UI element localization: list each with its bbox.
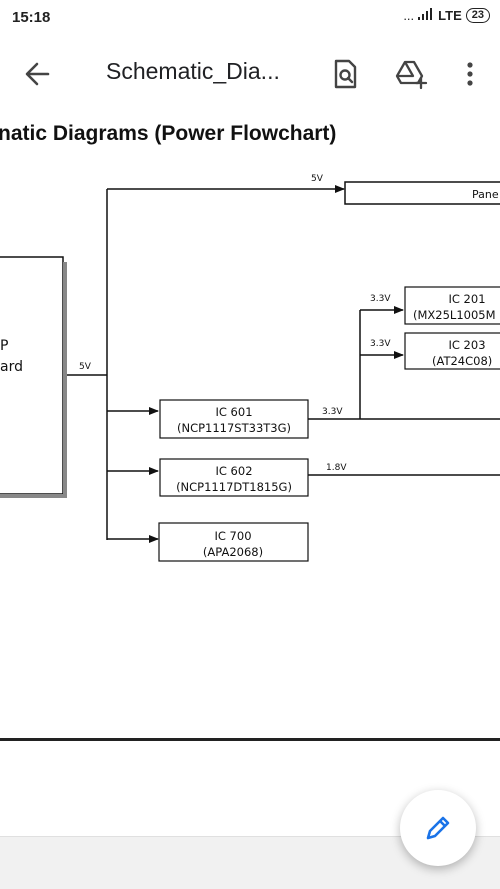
ic602-part: (NCP1117DT1815G) bbox=[176, 480, 292, 494]
ic601-block bbox=[159, 399, 309, 439]
ic201-block bbox=[404, 286, 500, 325]
main-5v-label: 5V bbox=[79, 362, 92, 372]
panel-5v-label: 5V bbox=[311, 174, 324, 184]
panel-block bbox=[344, 181, 500, 205]
pencil-icon bbox=[426, 816, 450, 840]
back-arrow-icon bbox=[25, 62, 50, 86]
board-shadow bbox=[63, 262, 67, 498]
status-indicators: ... LTE 23 bbox=[403, 8, 490, 23]
board-label-line2: ard bbox=[0, 359, 23, 375]
find-in-page-button[interactable] bbox=[327, 56, 363, 92]
ic700-name: IC 700 bbox=[214, 529, 251, 543]
status-time: 15:18 bbox=[12, 9, 51, 26]
document-title: Schematic_Dia... bbox=[106, 58, 280, 84]
ic700-part: (APA2068) bbox=[203, 545, 263, 559]
more-vert-icon bbox=[467, 62, 473, 86]
ic601-3v3-label: 3.3V bbox=[322, 407, 343, 417]
ic601-part: (NCP1117ST33T3G) bbox=[177, 421, 291, 435]
notification-dots: ... bbox=[403, 8, 415, 23]
add-to-drive-icon bbox=[395, 60, 428, 90]
app-bar: Schematic_Dia... bbox=[0, 36, 500, 113]
board-shadow-bottom bbox=[0, 494, 67, 498]
board-label-line1: P bbox=[0, 338, 8, 354]
ic201-3v3-label: 3.3V bbox=[370, 294, 391, 304]
ic201-name: IC 201 bbox=[448, 292, 485, 306]
network-type: LTE bbox=[438, 8, 462, 23]
find-in-page-icon bbox=[334, 59, 357, 89]
back-button[interactable] bbox=[18, 56, 58, 92]
power-flowchart-diagram: P ard 5V 5V Pane IC 601 (NCP1117ST33T3G)… bbox=[0, 174, 500, 562]
signal-icon bbox=[418, 8, 434, 23]
ic203-part: (AT24C08) bbox=[432, 354, 492, 368]
ic203-name: IC 203 bbox=[448, 338, 485, 352]
battery-icon: 23 bbox=[465, 8, 490, 23]
ic601-name: IC 601 bbox=[215, 405, 252, 419]
ic602-1v8-label: 1.8V bbox=[326, 463, 347, 473]
ic203-block bbox=[404, 332, 500, 370]
document-page[interactable]: P ard 5V 5V Pane IC 601 (NCP1117ST33T3G)… bbox=[0, 112, 500, 737]
ic201-part: (MX25L1005M bbox=[413, 308, 496, 322]
status-bar: 15:18 ... LTE 23 bbox=[0, 0, 500, 36]
panel-label: Pane bbox=[472, 188, 499, 201]
more-options-button[interactable] bbox=[452, 56, 488, 92]
ic602-block bbox=[159, 458, 309, 497]
ic602-name: IC 602 bbox=[215, 464, 252, 478]
add-to-drive-button[interactable] bbox=[393, 56, 429, 92]
edit-fab-button[interactable] bbox=[400, 790, 476, 866]
ic700-block bbox=[158, 522, 309, 562]
ic203-3v3-label: 3.3V bbox=[370, 339, 391, 349]
board-block bbox=[0, 256, 64, 495]
page-heading: natic Diagrams (Power Flowchart) bbox=[0, 122, 337, 145]
